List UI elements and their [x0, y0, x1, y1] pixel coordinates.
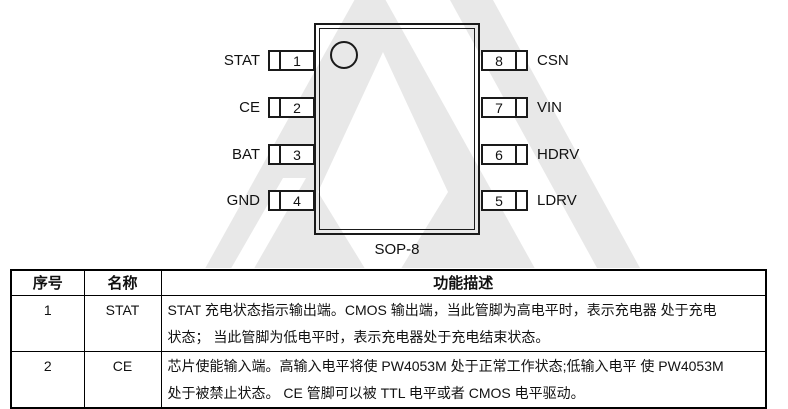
- pin-index-cell: 1: [10, 294, 85, 352]
- pin-name-label: GND: [226, 192, 260, 209]
- pin-box: 7: [481, 97, 528, 118]
- col-header-index: 序号: [10, 269, 85, 296]
- pinout-diagram: SOP-8 STAT 1 CE 2 BAT 3 GND 4 8 CSN 7 VI…: [178, 0, 640, 268]
- pin-row-stat: STAT 1: [178, 50, 315, 71]
- pin-index-cell: 2: [10, 350, 85, 408]
- pin-stub: [515, 52, 526, 69]
- description-line: 状态； 当此管脚为低电平时，表示充电器处于充电结束状态。: [167, 328, 550, 345]
- pin-row-gnd: GND 4: [178, 190, 315, 211]
- pin-box: 8: [481, 50, 528, 71]
- table-row: 1 STAT STAT 充电状态指示输出端。CMOS 输出端，当此管脚为高电平时…: [10, 294, 767, 352]
- pin-name-label: LDRV: [537, 192, 577, 209]
- pin-stub: [270, 99, 281, 116]
- pin-number: 5: [495, 192, 503, 209]
- pin-name-label: VIN: [537, 99, 563, 116]
- pin-row-bat: BAT 3: [178, 144, 315, 165]
- pin-description-cell: 芯片使能输入端。高输入电平将使 PW4053M 处于正常工作状态;低输入电平 使…: [160, 350, 767, 408]
- description-line: 芯片使能输入端。高输入电平将使 PW4053M 处于正常工作状态;低输入电平 使…: [167, 357, 724, 374]
- pin-box: 5: [481, 190, 528, 211]
- pin-box: 3: [268, 144, 315, 165]
- pin-box: 1: [268, 50, 315, 71]
- pin-number: 7: [495, 99, 503, 116]
- pin-name-cell: STAT: [83, 294, 162, 352]
- pin-number: 2: [293, 99, 301, 116]
- pin-name-label: HDRV: [537, 146, 580, 163]
- description-line: STAT 充电状态指示输出端。CMOS 输出端，当此管脚为高电平时，表示充电器 …: [167, 301, 717, 318]
- pin-number: 3: [293, 146, 301, 163]
- pin-stub: [515, 146, 526, 163]
- chip-package-outline: [314, 23, 480, 235]
- pin-box: 2: [268, 97, 315, 118]
- pin-box: 4: [268, 190, 315, 211]
- pin-stub: [515, 192, 526, 209]
- pin1-indicator-circle: [330, 41, 358, 69]
- pin-description-cell: STAT 充电状态指示输出端。CMOS 输出端，当此管脚为高电平时，表示充电器 …: [160, 294, 767, 352]
- pin-number: 6: [495, 146, 503, 163]
- pin-box: 6: [481, 144, 528, 165]
- chip-package-inner-line: [319, 28, 475, 230]
- pin-name-label: CE: [239, 99, 260, 116]
- description-line: 处于被禁止状态。 CE 管脚可以被 TTL 电平或者 CMOS 电平驱动。: [167, 384, 585, 401]
- pin-name-label: CSN: [537, 52, 569, 69]
- pin-row-ldrv: 5 LDRV: [481, 190, 577, 211]
- pin-stub: [270, 192, 281, 209]
- col-header-description: 功能描述: [160, 269, 767, 296]
- table-row: 2 CE 芯片使能输入端。高输入电平将使 PW4053M 处于正常工作状态;低输…: [10, 350, 767, 408]
- pin-function-table: 序号 名称 功能描述 1 STAT STAT 充电状态指示输出端。CMOS 输出…: [10, 269, 767, 409]
- pin-row-hdrv: 6 HDRV: [481, 144, 579, 165]
- pin-stub: [515, 99, 526, 116]
- pin-stub: [270, 52, 281, 69]
- pin-stub: [270, 146, 281, 163]
- col-header-name: 名称: [83, 269, 162, 296]
- pin-name-cell: CE: [83, 350, 162, 408]
- pin-number: 8: [495, 52, 503, 69]
- pin-number: 1: [293, 52, 301, 69]
- pin-row-csn: 8 CSN: [481, 50, 569, 71]
- pin-row-ce: CE 2: [178, 97, 315, 118]
- pin-name-label: STAT: [223, 52, 260, 69]
- pin-number: 4: [293, 192, 301, 209]
- table-header-row: 序号 名称 功能描述: [10, 269, 767, 296]
- package-type-label: SOP-8: [374, 241, 420, 258]
- pin-row-vin: 7 VIN: [481, 97, 562, 118]
- pin-name-label: BAT: [231, 146, 260, 163]
